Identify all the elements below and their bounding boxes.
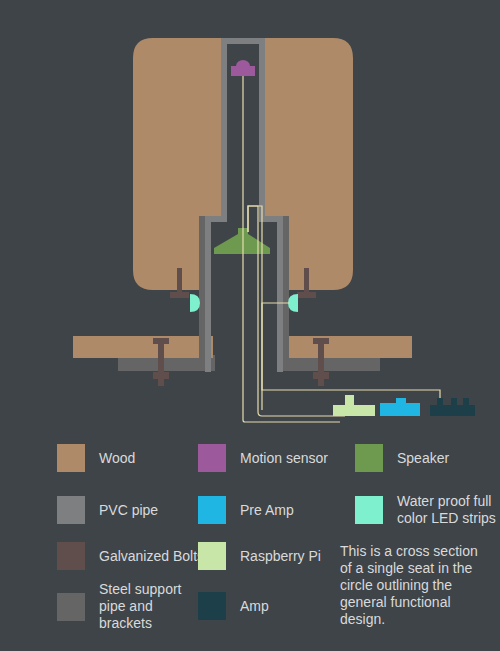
legend-row: Steel support pipe and brackets bbox=[57, 581, 209, 632]
legend-row: Speaker bbox=[355, 444, 497, 472]
legend-row: Wood bbox=[57, 444, 209, 472]
legend-swatch bbox=[355, 444, 383, 472]
legend-row: PVC pipe bbox=[57, 496, 209, 524]
caption: This is a cross section of a single seat… bbox=[340, 543, 492, 628]
legend-row: Raspberry Pi bbox=[198, 542, 350, 570]
legend-label: Raspberry Pi bbox=[240, 548, 350, 565]
legend-label: Pre Amp bbox=[240, 502, 350, 519]
legend-row: Amp bbox=[198, 592, 350, 620]
legend-label: Wood bbox=[99, 450, 209, 467]
legend-swatch bbox=[198, 496, 226, 524]
legend-swatch bbox=[198, 444, 226, 472]
legend-label: Galvanized Bolts bbox=[99, 548, 209, 565]
legend-row: Pre Amp bbox=[198, 496, 350, 524]
legend-row: Water proof full color LED strips bbox=[355, 493, 497, 527]
legend-row: Galvanized Bolts bbox=[57, 542, 209, 570]
legend-label: Steel support pipe and brackets bbox=[99, 581, 209, 632]
legend-swatch bbox=[57, 542, 85, 570]
legend-swatch bbox=[57, 496, 85, 524]
legend-row: Motion sensor bbox=[198, 444, 350, 472]
legend-swatch bbox=[355, 496, 383, 524]
legend-label: Amp bbox=[240, 598, 350, 615]
legend-label: Motion sensor bbox=[240, 450, 350, 467]
legend-swatch bbox=[57, 444, 85, 472]
legend-label: Water proof full color LED strips bbox=[397, 493, 497, 527]
legend-label: PVC pipe bbox=[99, 502, 209, 519]
legend-swatch bbox=[57, 593, 85, 621]
legend-label: Speaker bbox=[397, 450, 497, 467]
legend-swatch bbox=[198, 542, 226, 570]
legend-swatch bbox=[198, 592, 226, 620]
